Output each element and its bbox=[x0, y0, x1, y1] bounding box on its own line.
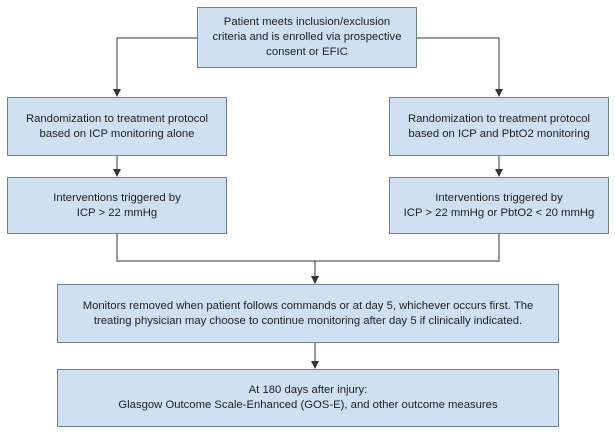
randomization-icp-only-box: Randomization to treatment protocol base… bbox=[7, 97, 227, 156]
outcome-text: At 180 days after injury: Glasgow Outcom… bbox=[118, 384, 498, 411]
monitor-removal-box: Monitors removed when patient follows co… bbox=[57, 284, 559, 343]
connector-merge-line bbox=[116, 234, 500, 262]
outcome-box: At 180 days after injury: Glasgow Outcom… bbox=[57, 369, 559, 427]
connector-enroll-to-right bbox=[417, 37, 503, 97]
interventions-icp-pbto2-box: Interventions triggered by ICP > 22 mmHg… bbox=[389, 177, 609, 234]
interventions-icp-box: Interventions triggered by ICP > 22 mmHg bbox=[7, 177, 227, 234]
interventions-icp-pbto2-text: Interventions triggered by ICP > 22 mmHg… bbox=[403, 191, 595, 219]
monitor-removal-text: Monitors removed when patient follows co… bbox=[82, 299, 534, 327]
randomization-icp-pbto2-box: Randomization to treatment protocol base… bbox=[389, 97, 609, 156]
enrollment-box: Patient meets inclusion/exclusion criter… bbox=[197, 7, 417, 68]
randomization-icp-pbto2-text: Randomization to treatment protocol base… bbox=[407, 112, 591, 140]
connector-enroll-to-left bbox=[113, 37, 197, 97]
interventions-icp-text: Interventions triggered by ICP > 22 mmHg bbox=[53, 191, 181, 219]
enrollment-text: Patient meets inclusion/exclusion criter… bbox=[212, 16, 402, 58]
randomization-icp-only-text: Randomization to treatment protocol base… bbox=[25, 112, 209, 140]
